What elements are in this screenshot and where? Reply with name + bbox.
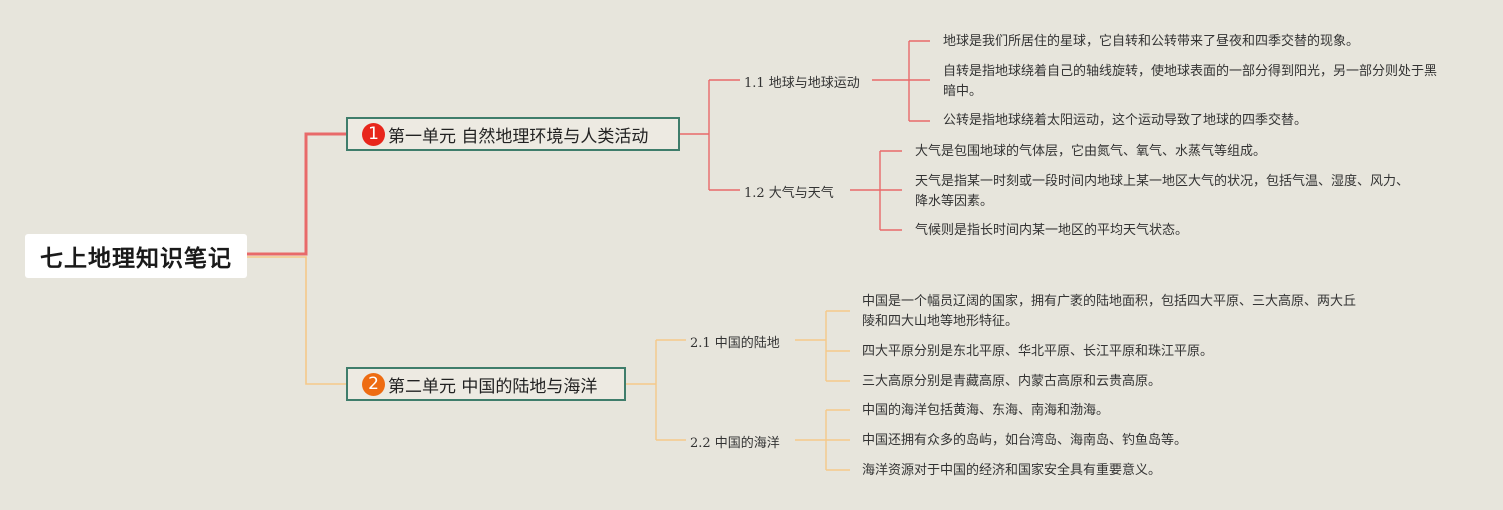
section-1-1[interactable]: 1.1 地球与地球运动 xyxy=(744,76,860,91)
point-2-2-2[interactable]: 中国还拥有众多的岛屿，如台湾岛、海南岛、钓鱼岛等。 xyxy=(862,433,1188,448)
section-1-2[interactable]: 1.2 大气与天气 xyxy=(744,186,834,201)
section-2-1[interactable]: 2.1 中国的陆地 xyxy=(690,336,780,351)
point-1-2-1[interactable]: 大气是包围地球的气体层，它由氮气、氧气、水蒸气等组成。 xyxy=(915,144,1267,159)
root-to-unit-1-line xyxy=(247,132,346,256)
section-2-2[interactable]: 2.2 中国的海洋 xyxy=(690,436,780,451)
point-2-2-1[interactable]: 中国的海洋包括黄海、东海、南海和渤海。 xyxy=(862,403,1110,418)
root-to-unit-2-line xyxy=(247,256,346,385)
point-1-2-3[interactable]: 气候则是指长时间内某一地区的平均天气状态。 xyxy=(915,223,1189,238)
point-1-2-2[interactable]: 天气是指某一时刻或一段时间内地球上某一地区大气的状况，包括气温、湿度、风力、降水… xyxy=(915,174,1410,209)
root-node[interactable]: 七上地理知识笔记 xyxy=(25,234,247,278)
unit-2-label: 第二单元 中国的陆地与海洋 xyxy=(388,376,598,397)
unit-1-node[interactable]: 1 第一单元 自然地理环境与人类活动 xyxy=(346,117,680,151)
point-2-1-3[interactable]: 三大高原分别是青藏高原、内蒙古高原和云贵高原。 xyxy=(862,374,1162,389)
unit-1-number-badge: 1 xyxy=(362,122,385,146)
point-2-1-1[interactable]: 中国是一个幅员辽阔的国家，拥有广袤的陆地面积，包括四大平原、三大高原、两大丘陵和… xyxy=(862,294,1357,329)
point-2-2-3[interactable]: 海洋资源对于中国的经济和国家安全具有重要意义。 xyxy=(862,463,1162,478)
unit-2-node[interactable]: 2 第二单元 中国的陆地与海洋 xyxy=(346,367,626,401)
unit-1-label: 第一单元 自然地理环境与人类活动 xyxy=(388,126,649,147)
point-1-1-3[interactable]: 公转是指地球绕着太阳运动，这个运动导致了地球的四季交替。 xyxy=(943,113,1308,128)
point-2-1-2[interactable]: 四大平原分别是东北平原、华北平原、长江平原和珠江平原。 xyxy=(862,344,1214,359)
point-1-1-1[interactable]: 地球是我们所居住的星球，它自转和公转带来了昼夜和四季交替的现象。 xyxy=(943,34,1360,49)
point-1-1-2[interactable]: 自转是指地球绕着自己的轴线旋转，使地球表面的一部分得到阳光，另一部分则处于黑暗中… xyxy=(943,64,1438,99)
root-title: 七上地理知识笔记 xyxy=(40,246,232,272)
unit-2-number-badge: 2 xyxy=(362,372,385,396)
